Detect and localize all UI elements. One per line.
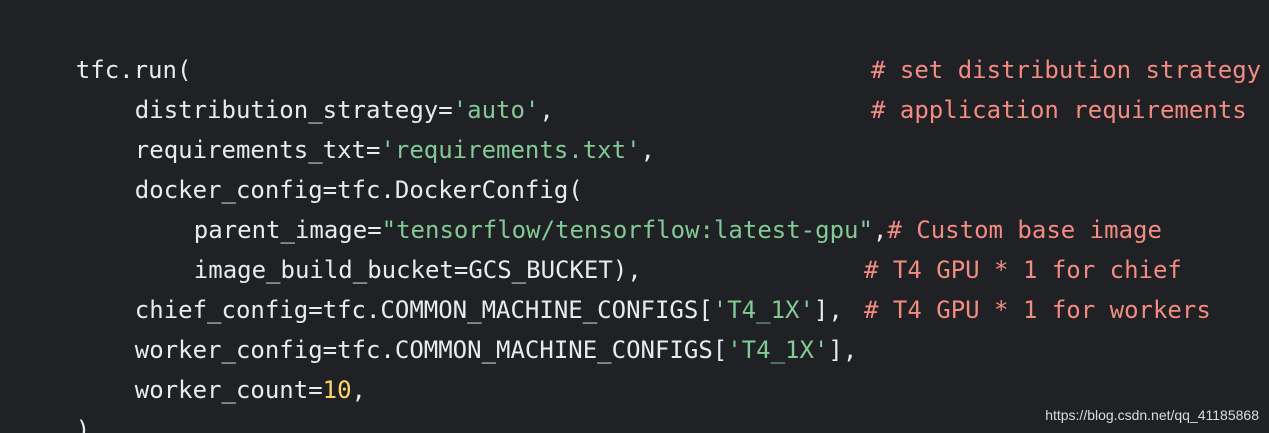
- code-param: worker_config=tfc.COMMON_MACHINE_CONFIGS…: [134, 336, 728, 364]
- code-line-requirements: requirements_txt='requirements.txt', # a…: [18, 90, 1269, 164]
- code-param: parent_image=: [193, 216, 382, 244]
- code-param: chief_config=tfc.COMMON_MACHINE_CONFIGS[: [134, 296, 713, 324]
- code-string: 'T4_1X': [712, 296, 814, 324]
- code-comment: # set distribution strategy: [871, 56, 1262, 84]
- code-line-docker-config: docker_config=tfc.DockerConfig(: [18, 130, 1269, 204]
- code-comment: # application requirements: [871, 96, 1247, 124]
- code-line-close: ): [18, 370, 1269, 433]
- code-punctuation: ],: [813, 296, 843, 324]
- code-text: ): [75, 416, 91, 433]
- code-param: worker_count=: [134, 376, 323, 404]
- code-string: 'T4_1X': [727, 336, 829, 364]
- code-param: distribution_strategy=: [134, 96, 453, 124]
- code-line-run: tfc.run(: [18, 10, 1269, 84]
- code-line-worker-config: worker_config=tfc.COMMON_MACHINE_CONFIGS…: [18, 290, 1269, 364]
- code-comment: # T4 GPU * 1 for chief: [864, 256, 1182, 284]
- code-comment: # Custom base image: [887, 216, 1162, 244]
- code-punctuation: ,: [539, 96, 554, 124]
- code-line-image-build-bucket: image_build_bucket=GCS_BUCKET),: [18, 210, 1269, 284]
- code-param: requirements_txt=: [134, 136, 381, 164]
- code-punctuation: ],: [828, 336, 858, 364]
- code-punctuation: ,: [872, 216, 888, 244]
- code-text: tfc.run(: [75, 56, 192, 84]
- code-number: 10: [322, 376, 352, 404]
- watermark-url: https://blog.csdn.net/qq_41185868: [1045, 407, 1259, 423]
- code-text: image_build_bucket=GCS_BUCKET),: [193, 256, 642, 284]
- code-line-chief-config: chief_config=tfc.COMMON_MACHINE_CONFIGS[…: [18, 250, 1269, 324]
- code-line-worker-count: worker_count=10,: [18, 330, 1269, 404]
- code-string: 'auto': [452, 96, 540, 124]
- code-punctuation: ,: [351, 376, 366, 404]
- code-punctuation: ,: [640, 136, 655, 164]
- code-text: docker_config=tfc.DockerConfig(: [134, 176, 583, 204]
- code-comment: # T4 GPU * 1 for workers: [864, 296, 1211, 324]
- code-line-parent-image: parent_image="tensorflow/tensorflow:late…: [18, 170, 1269, 244]
- code-string: 'requirements.txt': [380, 136, 641, 164]
- code-string: "tensorflow/tensorflow:latest-gpu": [381, 216, 873, 244]
- code-line-distribution-strategy: distribution_strategy='auto', # set dist…: [18, 50, 1269, 124]
